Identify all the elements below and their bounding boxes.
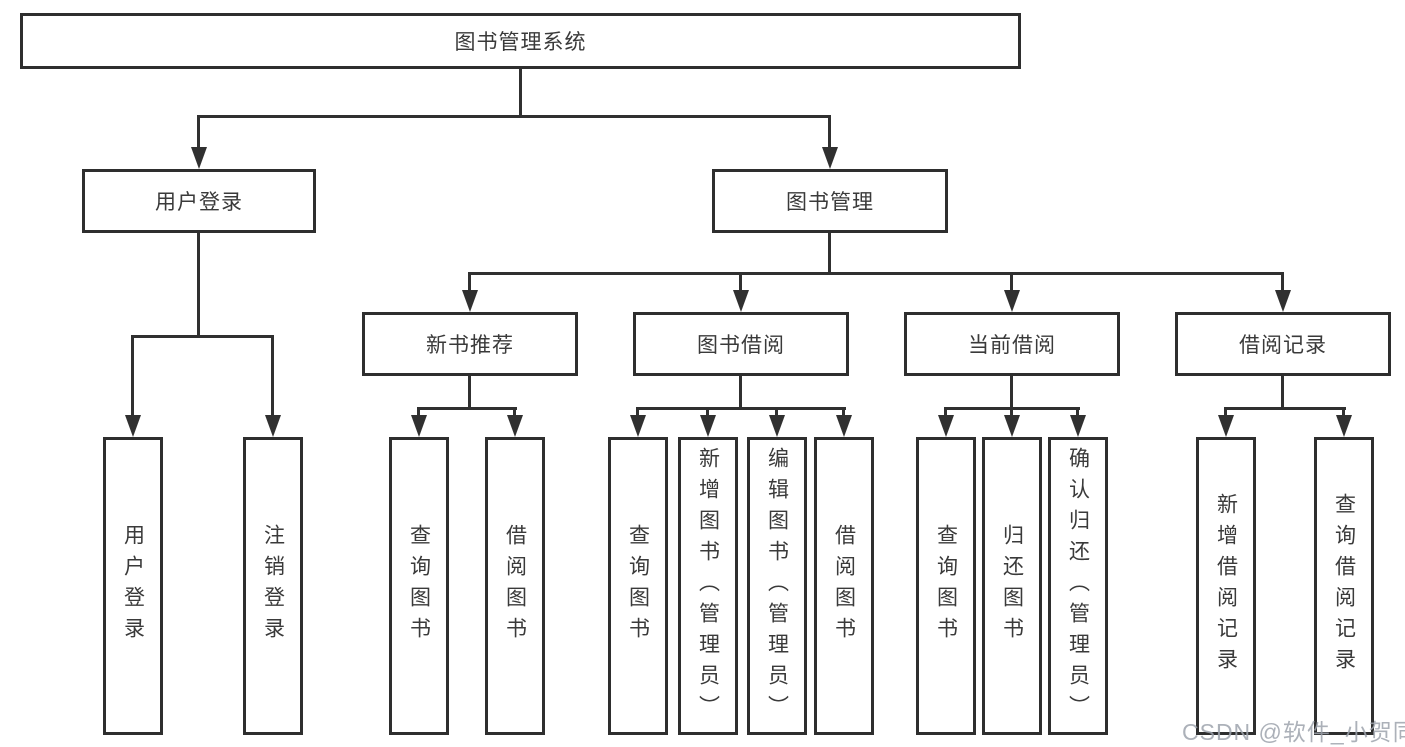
arrow-stem bbox=[513, 407, 516, 419]
arrow-stem bbox=[197, 115, 200, 151]
arrow-down-icon bbox=[191, 147, 207, 169]
leaf-query-book-1-label: 查询图书 bbox=[407, 524, 431, 648]
arrow-stem bbox=[1281, 272, 1284, 294]
arrow-down-icon bbox=[1004, 415, 1020, 437]
arrow-down-icon bbox=[836, 415, 852, 437]
connector-l2-split bbox=[197, 115, 831, 118]
connector-mgmt-split bbox=[468, 272, 1284, 275]
node-borrow-record-label: 借阅记录 bbox=[1239, 334, 1327, 357]
connector-borrowrecord-stem bbox=[1281, 376, 1284, 407]
node-current-borrow-label: 当前借阅 bbox=[968, 334, 1056, 357]
leaf-return-book-label: 归还图书 bbox=[1000, 524, 1024, 648]
leaf-confirm-return-admin: 确认归还（管理员） bbox=[1048, 437, 1108, 735]
connector-borrowrecord-split bbox=[1224, 407, 1346, 410]
arrow-down-icon bbox=[125, 415, 141, 437]
leaf-borrow-book-1: 借阅图书 bbox=[485, 437, 545, 735]
node-new-book-recommend-label: 新书推荐 bbox=[426, 334, 514, 357]
node-user-login-label: 用户登录 bbox=[155, 191, 243, 214]
connector-root-stem bbox=[519, 69, 522, 116]
leaf-query-book-1: 查询图书 bbox=[389, 437, 449, 735]
arrow-stem bbox=[944, 407, 947, 419]
arrow-stem bbox=[739, 272, 742, 294]
arrow-stem bbox=[1342, 407, 1345, 419]
leaf-edit-book-admin-label: 编辑图书（管理员） bbox=[765, 446, 789, 726]
arrow-stem bbox=[417, 407, 420, 419]
arrow-stem bbox=[271, 335, 274, 419]
leaf-user-login-label: 用户登录 bbox=[121, 524, 145, 648]
arrow-down-icon bbox=[938, 415, 954, 437]
leaf-add-book-admin: 新增图书（管理员） bbox=[678, 437, 738, 735]
leaf-logout: 注销登录 bbox=[243, 437, 303, 735]
connector-user-stem bbox=[197, 233, 200, 336]
leaf-user-login: 用户登录 bbox=[103, 437, 163, 735]
node-new-book-recommend: 新书推荐 bbox=[362, 312, 578, 376]
leaf-query-book-2-label: 查询图书 bbox=[626, 524, 650, 648]
leaf-borrow-book-2-label: 借阅图书 bbox=[832, 524, 856, 648]
leaf-query-book-2: 查询图书 bbox=[608, 437, 668, 735]
node-book-borrow-label: 图书借阅 bbox=[697, 334, 785, 357]
arrow-down-icon bbox=[822, 147, 838, 169]
leaf-query-book-3-label: 查询图书 bbox=[934, 524, 958, 648]
connector-newbook-split bbox=[417, 407, 517, 410]
connector-user-split bbox=[131, 335, 274, 338]
arrow-stem bbox=[706, 407, 709, 419]
leaf-return-book: 归还图书 bbox=[982, 437, 1042, 735]
leaf-confirm-return-admin-label: 确认归还（管理员） bbox=[1066, 446, 1090, 726]
node-root-label: 图书管理系统 bbox=[454, 31, 587, 54]
node-user-login: 用户登录 bbox=[82, 169, 316, 233]
arrow-stem bbox=[468, 272, 471, 294]
arrow-down-icon bbox=[1275, 290, 1291, 312]
arrow-down-icon bbox=[1004, 290, 1020, 312]
arrow-stem bbox=[1010, 272, 1013, 294]
connector-currentborrow-stem bbox=[1010, 376, 1013, 407]
arrow-down-icon bbox=[1218, 415, 1234, 437]
arrow-down-icon bbox=[1070, 415, 1086, 437]
arrow-down-icon bbox=[700, 415, 716, 437]
leaf-query-book-3: 查询图书 bbox=[916, 437, 976, 735]
connector-newbook-stem bbox=[468, 376, 471, 407]
arrow-stem bbox=[775, 407, 778, 419]
arrow-stem bbox=[636, 407, 639, 419]
leaf-borrow-book-1-label: 借阅图书 bbox=[503, 524, 527, 648]
arrow-down-icon bbox=[769, 415, 785, 437]
leaf-add-book-admin-label: 新增图书（管理员） bbox=[696, 446, 720, 726]
node-root: 图书管理系统 bbox=[20, 13, 1021, 69]
arrow-down-icon bbox=[507, 415, 523, 437]
leaf-edit-book-admin: 编辑图书（管理员） bbox=[747, 437, 807, 735]
connector-bookborrow-stem bbox=[739, 376, 742, 407]
arrow-stem bbox=[131, 335, 134, 419]
arrow-stem bbox=[1224, 407, 1227, 419]
leaf-add-borrow-record-label: 新增借阅记录 bbox=[1214, 493, 1238, 679]
leaf-query-borrow-record: 查询借阅记录 bbox=[1314, 437, 1374, 735]
connector-mgmt-stem bbox=[828, 233, 831, 273]
arrow-down-icon bbox=[1336, 415, 1352, 437]
leaf-query-borrow-record-label: 查询借阅记录 bbox=[1332, 493, 1356, 679]
node-book-management: 图书管理 bbox=[712, 169, 948, 233]
arrow-down-icon bbox=[630, 415, 646, 437]
arrow-down-icon bbox=[411, 415, 427, 437]
leaf-add-borrow-record: 新增借阅记录 bbox=[1196, 437, 1256, 735]
arrow-stem bbox=[842, 407, 845, 419]
arrow-stem bbox=[1076, 407, 1079, 419]
connector-bookborrow-split bbox=[636, 407, 846, 410]
arrow-stem bbox=[828, 115, 831, 151]
csdn-watermark: CSDN @软件_小贺同学 bbox=[1182, 719, 1405, 745]
arrow-down-icon bbox=[265, 415, 281, 437]
node-current-borrow: 当前借阅 bbox=[904, 312, 1120, 376]
arrow-down-icon bbox=[733, 290, 749, 312]
leaf-logout-label: 注销登录 bbox=[261, 524, 285, 648]
node-book-management-label: 图书管理 bbox=[786, 191, 874, 214]
arrow-stem bbox=[1010, 407, 1013, 419]
leaf-borrow-book-2: 借阅图书 bbox=[814, 437, 874, 735]
node-borrow-record: 借阅记录 bbox=[1175, 312, 1391, 376]
node-book-borrow: 图书借阅 bbox=[633, 312, 849, 376]
arrow-down-icon bbox=[462, 290, 478, 312]
